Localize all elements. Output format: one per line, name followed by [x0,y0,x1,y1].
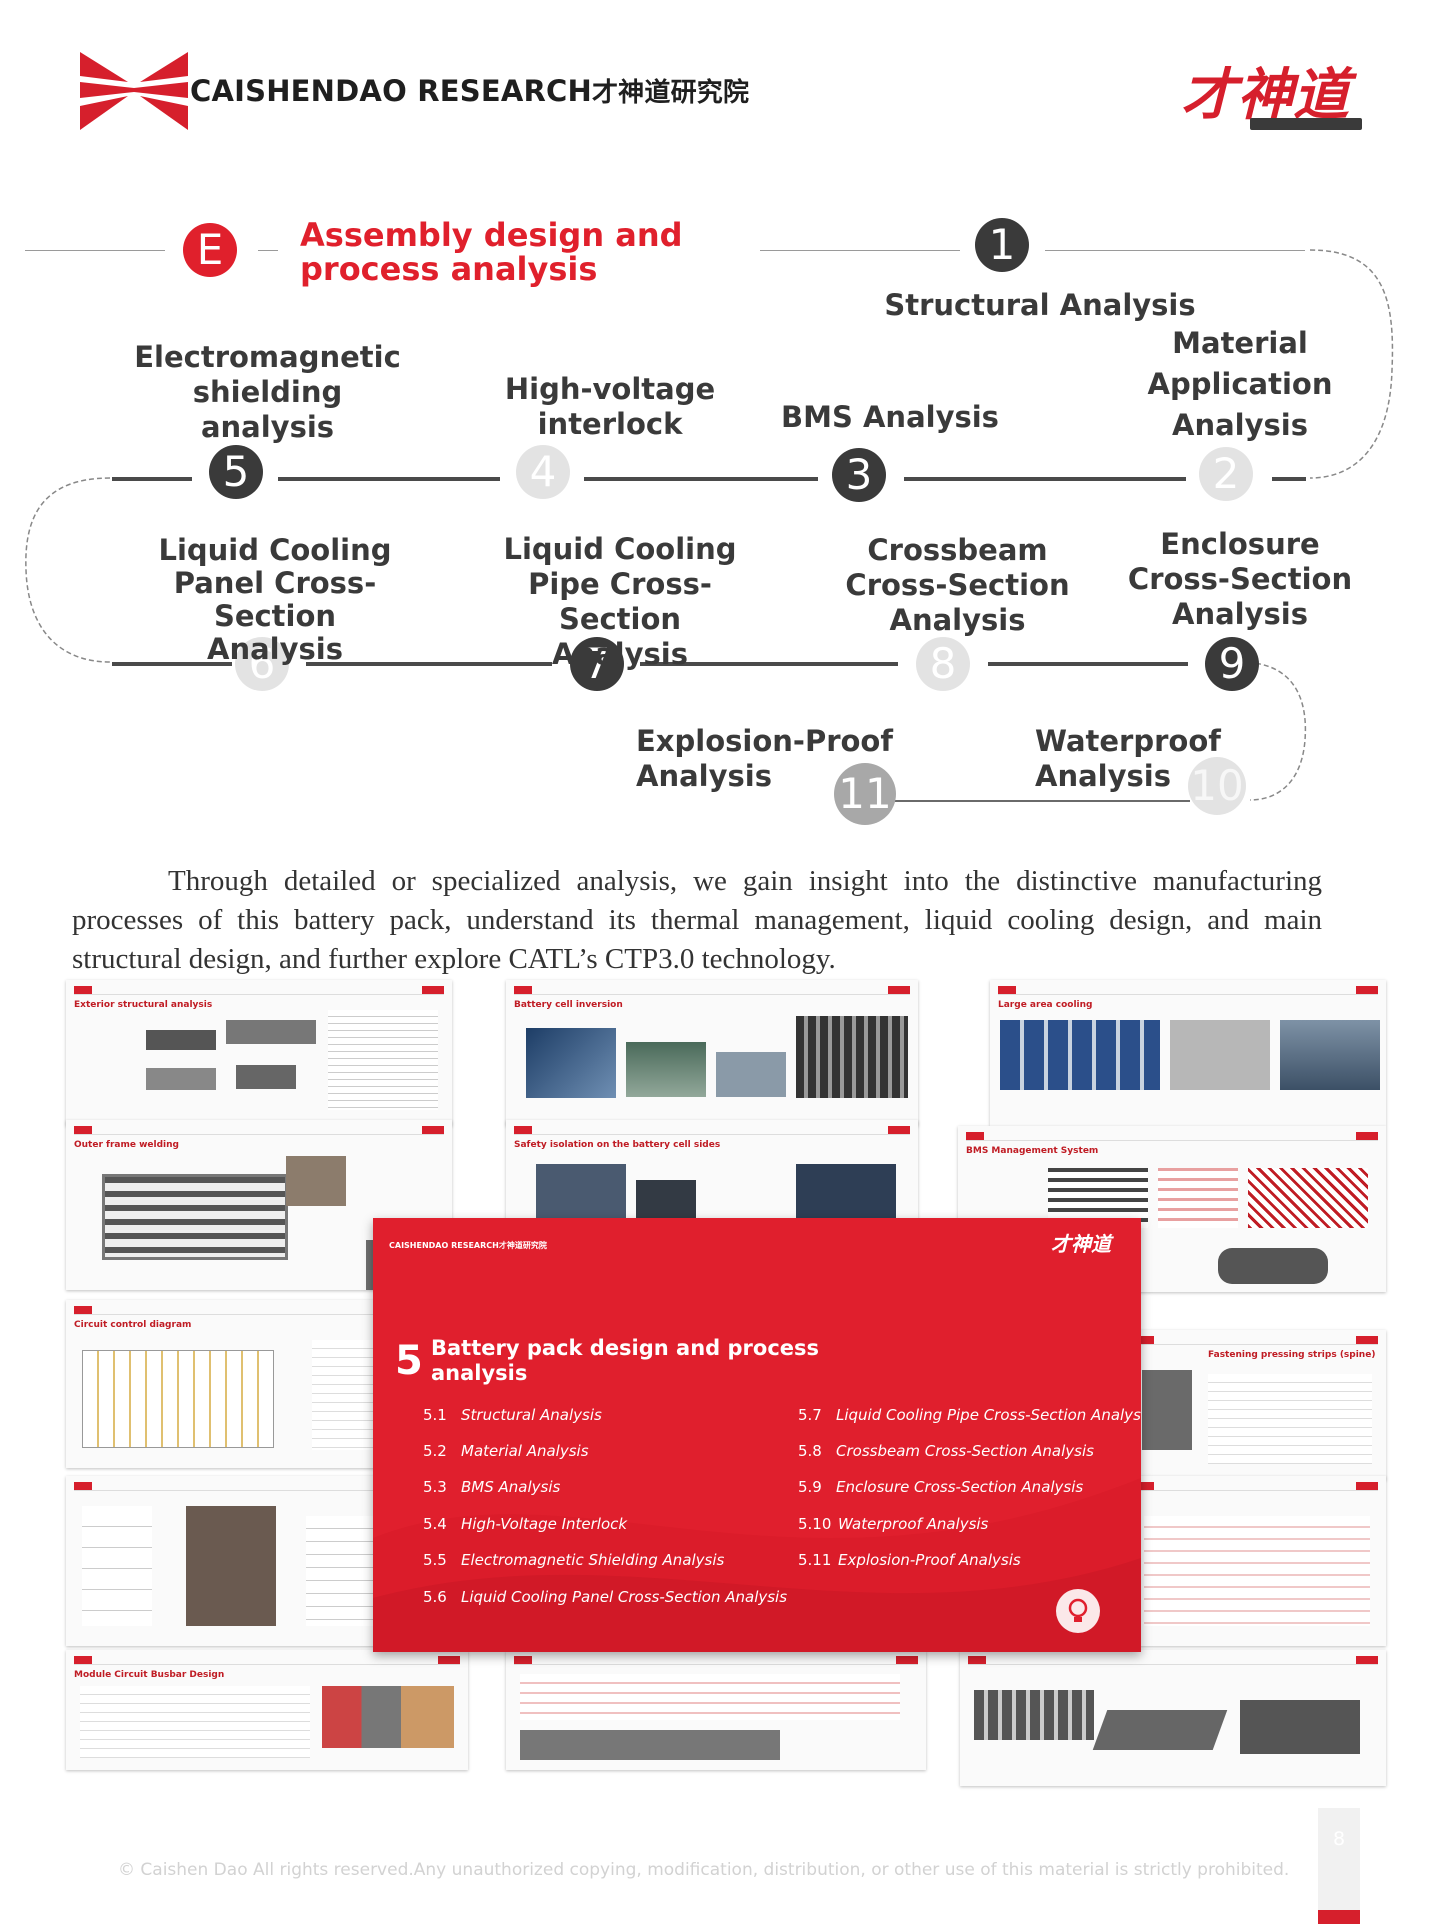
step-6-label: Liquid Cooling Panel Cross- Section Anal… [158,533,392,666]
flow-line [258,250,278,251]
step-1-circle: 1 [975,218,1029,272]
slide-thumbnail: Exterior structural analysis [66,980,452,1126]
brand-name: CAISHENDAO RESEARCH才神道研究院 [190,72,749,109]
section-title: Assembly design and process analysis [300,216,683,288]
chapter-cover-slide: CAISHENDAO RESEARCH才神道研究院 才神道 5 Battery … [373,1218,1141,1652]
slide-thumbnail [960,1650,1386,1786]
step-10-circle: 10 [1188,757,1246,815]
flow-line [890,800,1190,802]
chapter-number: 5 [395,1338,423,1384]
flow-line [760,250,960,251]
step-5-circle: 5 [209,445,263,499]
step-4-circle: 4 [516,445,570,499]
step-4-label: High-voltage interlock [504,372,716,441]
flow-line [1045,250,1305,251]
thumbnail-title: Circuit control diagram [74,1320,192,1330]
flow-line [584,477,818,481]
step-9-label: Enclosure Cross-Section Analysis [1127,527,1353,631]
intro-paragraph: Through detailed or specialized analysis… [72,865,1322,975]
brand-name-en: CAISHENDAO RESEARCH [190,74,592,108]
step-9-circle: 9 [1205,637,1259,691]
section-marker-e: E [183,223,237,277]
slide-thumbnail: Safety isolation on the battery cell sid… [506,1120,918,1230]
slide-logo: 才神道 [1051,1232,1111,1256]
slide-wave-decoration [373,1478,1141,1652]
brand-name-cn: 才神道研究院 [591,78,750,108]
step-3-label: BMS Analysis [781,400,999,434]
slide-thumbnail: Large area cooling [990,980,1386,1126]
right-logo-subbar [1250,118,1362,130]
thumbnail-title: Module Circuit Busbar Design [74,1670,225,1680]
flow-line [112,662,232,666]
step-10-label: Waterproof Analysis [1035,724,1221,793]
slide-thumbnail [506,1650,926,1770]
caishendao-right-logo: 才神道 [1165,50,1365,132]
page-number: 8 [1332,1828,1346,1850]
step-3-circle: 3 [832,448,886,502]
step-11-circle: 11 [834,763,896,825]
page-number-accent [1318,1910,1360,1924]
flow-line [25,250,165,251]
thumbnail-title: Safety isolation on the battery cell sid… [514,1140,721,1150]
copyright-footer: © Caishen Dao All rights reserved.Any un… [118,1860,1290,1880]
step-2-label: Material Application Analysis [1147,326,1333,442]
slide-thumbnail: Module Circuit Busbar Design [66,1650,468,1770]
thumbnail-title: Exterior structural analysis [74,1000,213,1010]
step-7-circle: 7 [570,637,624,691]
flow-line [988,662,1188,666]
flow-line [640,662,898,666]
step-8-label: Crossbeam Cross-Section Analysis [845,533,1070,637]
step-6-circle: 6 [235,637,289,691]
step-5-label: Electromagnetic shielding analysis [134,340,401,444]
page-number-tab: 8 [1318,1808,1360,1924]
step-8-circle: 8 [916,637,970,691]
flow-line [904,477,1186,481]
flow-line [112,477,192,481]
thumbnail-title: Battery cell inversion [514,1000,623,1010]
flow-connector-curves [25,249,1394,801]
caishendao-logo-icon [80,52,188,130]
flow-line [306,662,552,666]
flow-line [278,477,500,481]
thumbnail-title: Large area cooling [998,1000,1093,1010]
step-7-label: Liquid Cooling Pipe Cross- Section Analy… [503,532,737,671]
slide-thumbnail [1128,1476,1386,1646]
thumbnail-title: Outer frame welding [74,1140,179,1150]
lightbulb-icon [1056,1589,1100,1633]
step-1-label: Structural Analysis [884,288,1196,322]
thumbnail-title: Fastening pressing strips (spine) [1208,1350,1376,1360]
step-2-circle: 2 [1199,447,1253,501]
slide-brand: CAISHENDAO RESEARCH才神道研究院 [389,1241,547,1250]
slide-thumbnail: Fastening pressing strips (spine) [1128,1330,1386,1480]
flow-line [1272,477,1306,481]
chapter-title: Battery pack design and process analysis [431,1336,820,1385]
thumbnail-title: BMS Management System [966,1146,1099,1156]
right-logo-text: 才神道 [1181,62,1349,128]
step-11-label: Explosion-Proof Analysis [636,724,893,793]
slide-thumbnail: Battery cell inversion [506,980,918,1126]
